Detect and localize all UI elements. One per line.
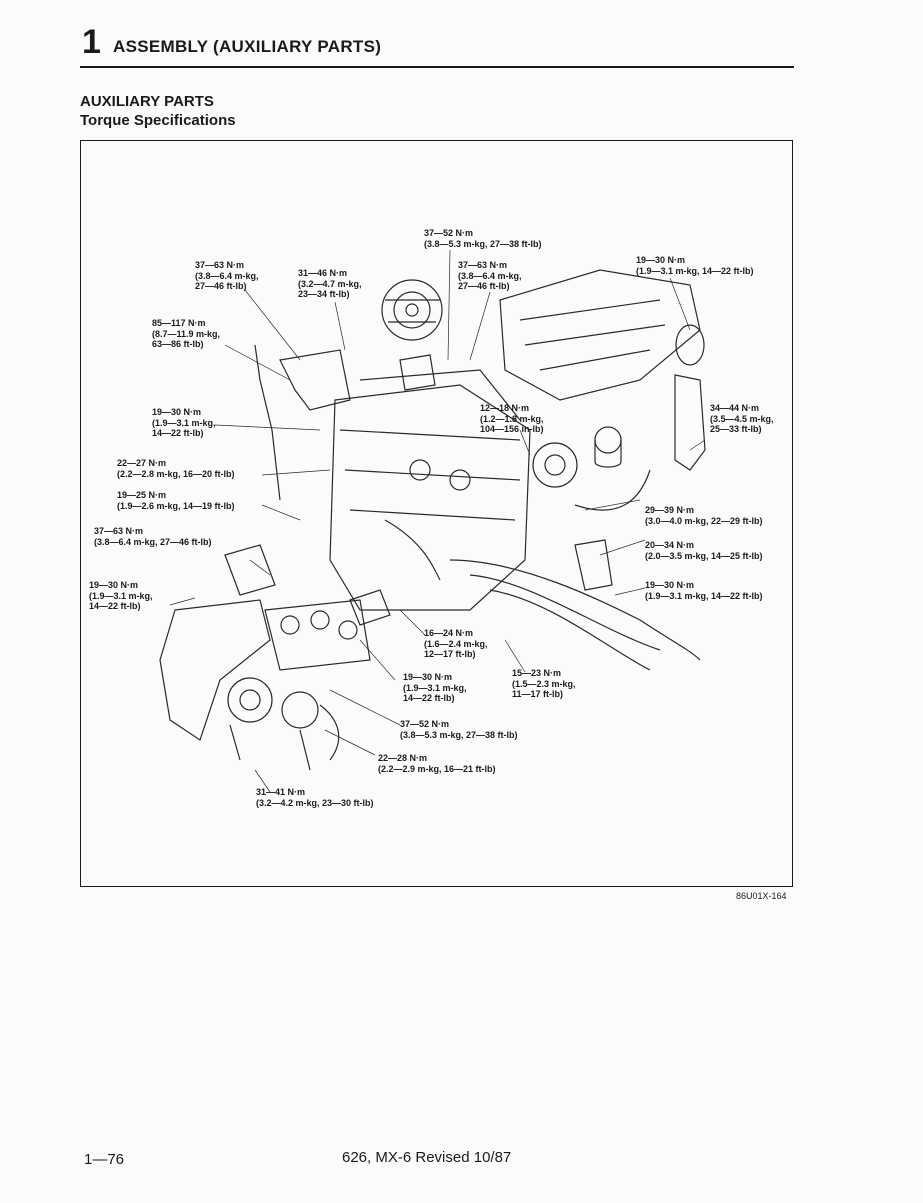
torque-label-manifold-stay: 34—44 N·m (3.5—4.5 m-kg, 25—33 ft-lb) [710, 403, 774, 434]
figure-id: 86U01X-164 [736, 891, 787, 901]
figure-frame [80, 140, 793, 887]
torque-label-exhaust-manifold: 19—30 N·m (1.9—3.1 m-kg, 14—22 ft-lb) [89, 580, 153, 611]
torque-label-turbo-nut: 37—52 N·m (3.8—5.3 m-kg, 27—38 ft-lb) [400, 719, 518, 740]
torque-label-gasket-stud: 19—30 N·m (1.9—3.1 m-kg, 14—22 ft-lb) [403, 672, 467, 703]
mount-drawing [574, 539, 613, 591]
torque-label-engine-mount: 20—34 N·m (2.0—3.5 m-kg, 14—25 ft-lb) [645, 540, 763, 561]
torque-label-intake-bracket: 37—63 N·m (3.8—6.4 m-kg, 27—46 ft-lb) [458, 260, 522, 291]
section-title: ASSEMBLY (AUXILIARY PARTS) [113, 37, 382, 56]
torque-label-alternator-bolt: 37—52 N·m (3.8—5.3 m-kg, 27—38 ft-lb) [424, 228, 542, 249]
section-number: 1 [82, 23, 101, 61]
page-subtitle: AUXILIARY PARTS [80, 93, 214, 110]
exhaust-manifold-drawing [159, 599, 371, 741]
bracket-drawing [224, 349, 436, 596]
torque-label-pulley: 12—18 N·m (1.2—1.8 m-kg, 104—156 in-lb) [480, 403, 544, 434]
torque-label-sensor: 19—30 N·m (1.9—3.1 m-kg, 14—22 ft-lb) [645, 580, 763, 601]
torque-label-oil-filter-body: 29—39 N·m (3.0—4.0 m-kg, 22—29 ft-lb) [645, 505, 763, 526]
torque-label-throttle-body: 19—30 N·m (1.9—3.1 m-kg, 14—22 ft-lb) [636, 255, 754, 276]
model-revision: 626, MX-6 Revised 10/87 [342, 1149, 512, 1166]
thermostat-drawing [349, 589, 391, 626]
alternator-drawing [381, 279, 443, 341]
turbo-drawing [227, 677, 340, 771]
torque-label-spark-plug: 15—23 N·m (1.5—2.3 m-kg, 11—17 ft-lb) [512, 668, 576, 699]
torque-label-alternator-bracket: 31—46 N·m (3.2—4.7 m-kg, 23—34 ft-lb) [298, 268, 362, 299]
torque-label-engine-hanger: 85—117 N·m (8.7—11.9 m-kg, 63—86 ft-lb) [152, 318, 221, 349]
torque-label-water-pipe: 19—25 N·m (1.9—2.6 m-kg, 14—19 ft-lb) [117, 490, 235, 511]
torque-label-dipstick: 19—30 N·m (1.9—3.1 m-kg, 14—22 ft-lb) [152, 407, 216, 438]
torque-label-bracket-upper-left: 37—63 N·m (3.8—6.4 m-kg, 27—46 ft-lb) [195, 260, 259, 291]
page-subsubtitle: Torque Specifications [80, 112, 236, 129]
hose-drawing [384, 469, 701, 671]
page-number: 1—76 [84, 1151, 125, 1168]
leader-lines [169, 249, 706, 793]
header-rule [80, 66, 794, 68]
engine-block-drawing [329, 369, 531, 611]
intake-manifold-drawing [499, 269, 706, 471]
torque-label-turbo-bracket: 37—63 N·m (3.8—6.4 m-kg, 27—46 ft-lb) [94, 526, 212, 547]
torque-label-oil-pipe: 22—28 N·m (2.2—2.9 m-kg, 16—21 ft-lb) [378, 753, 496, 774]
torque-label-turbo-support: 31—41 N·m (3.2—4.2 m-kg, 23—30 ft-lb) [256, 787, 374, 808]
torque-label-thermostat: 16—24 N·m (1.6—2.4 m-kg, 12—17 ft-lb) [424, 628, 488, 659]
pulley-drawing [532, 426, 622, 488]
torque-label-head-cover: 22—27 N·m (2.2—2.8 m-kg, 16—20 ft-lb) [117, 458, 235, 479]
